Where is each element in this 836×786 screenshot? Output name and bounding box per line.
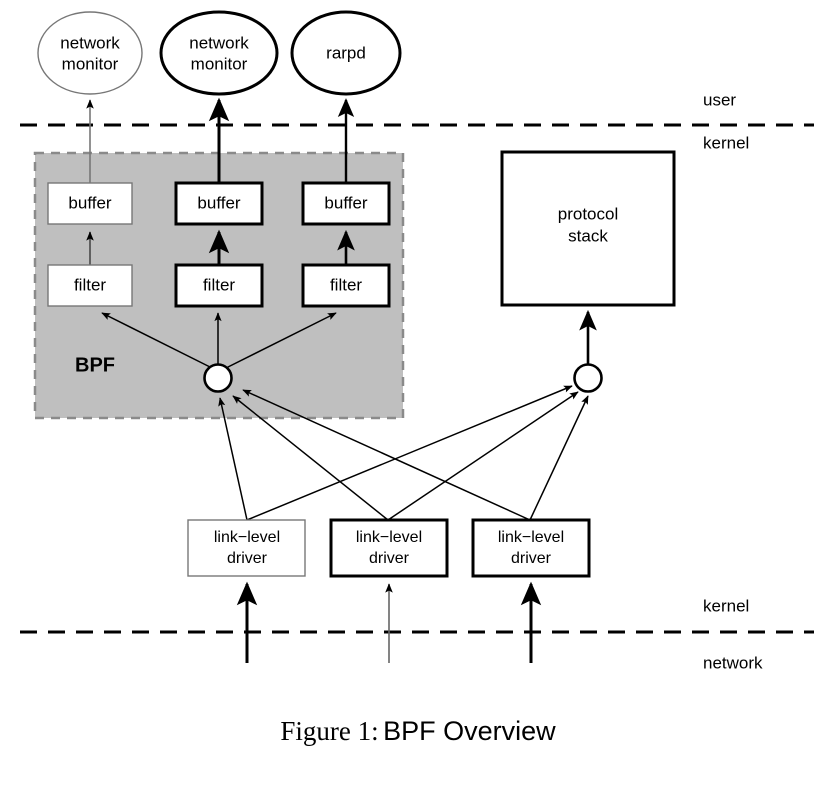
buffer-box-2[interactable] (174, 181, 264, 226)
filter-label-2: filter (203, 275, 235, 294)
protocol-stack-label-line1: protocol (558, 204, 618, 223)
figure-caption-text: BPF Overview (383, 716, 556, 746)
bpf-region-label: BPF (75, 354, 115, 376)
bpf-tap-circle[interactable] (203, 363, 233, 393)
protocol-stack-label-line2: stack (568, 226, 608, 245)
filter-box-2[interactable] (174, 263, 264, 308)
figure-caption-prefix: Figure 1: (280, 716, 379, 746)
filter-box-1[interactable] (47, 264, 133, 307)
zone-label-kernel-bottom: kernel (703, 596, 749, 615)
arrow-driver-1-to-bpftap (218, 397, 248, 521)
driver-label-3-line2: driver (511, 550, 552, 567)
driver-label-1-line1: link−level (214, 529, 280, 546)
zone-label-kernel-top: kernel (703, 133, 749, 152)
app-label-3-line1: rarpd (326, 43, 366, 62)
zone-label-user: user (703, 90, 736, 109)
driver-label-2-line1: link−level (356, 529, 422, 546)
app-ellipse-network-monitor-1[interactable] (37, 11, 143, 95)
buffer-label-2: buffer (197, 193, 241, 212)
app-label-2-line2: monitor (191, 54, 248, 73)
buffer-box-1[interactable] (47, 182, 133, 225)
app-label-2-line1: network (189, 33, 249, 52)
arrow-driver-3-to-bpftap (242, 389, 531, 521)
figure-caption: Figure 1: BPF Overview (0, 716, 836, 747)
zone-label-network: network (703, 653, 763, 672)
driver-box-1[interactable] (187, 519, 306, 577)
driver-box-3[interactable] (471, 518, 591, 578)
protocol-stack-box[interactable] (500, 150, 676, 307)
protocol-tap-circle[interactable] (573, 363, 603, 393)
driver-label-2-line2: driver (369, 550, 410, 567)
driver-label-1-line2: driver (227, 550, 268, 567)
arrow-driver-2-to-bpftap (232, 395, 389, 521)
arrow-driver-3-to-protocoltap (529, 395, 589, 521)
app-ellipse-rarpd[interactable] (290, 10, 402, 96)
filter-label-1: filter (74, 275, 106, 294)
arrow-bpftap-to-filter-1 (101, 312, 213, 369)
filter-label-3: filter (330, 275, 362, 294)
driver-label-3-line1: link−level (498, 529, 564, 546)
driver-box-2[interactable] (329, 518, 449, 578)
arrow-driver-1-to-protocoltap (246, 385, 573, 521)
buffer-label-1: buffer (68, 193, 112, 212)
app-label-1-line2: monitor (62, 54, 119, 73)
filter-box-3[interactable] (301, 263, 391, 308)
arrow-bpftap-to-filter-3 (225, 312, 337, 369)
app-label-1-line1: network (60, 33, 120, 52)
buffer-box-3[interactable] (301, 181, 391, 226)
buffer-label-3: buffer (324, 193, 368, 212)
app-ellipse-network-monitor-2[interactable] (159, 10, 279, 96)
arrow-driver-2-to-protocoltap (387, 391, 579, 521)
